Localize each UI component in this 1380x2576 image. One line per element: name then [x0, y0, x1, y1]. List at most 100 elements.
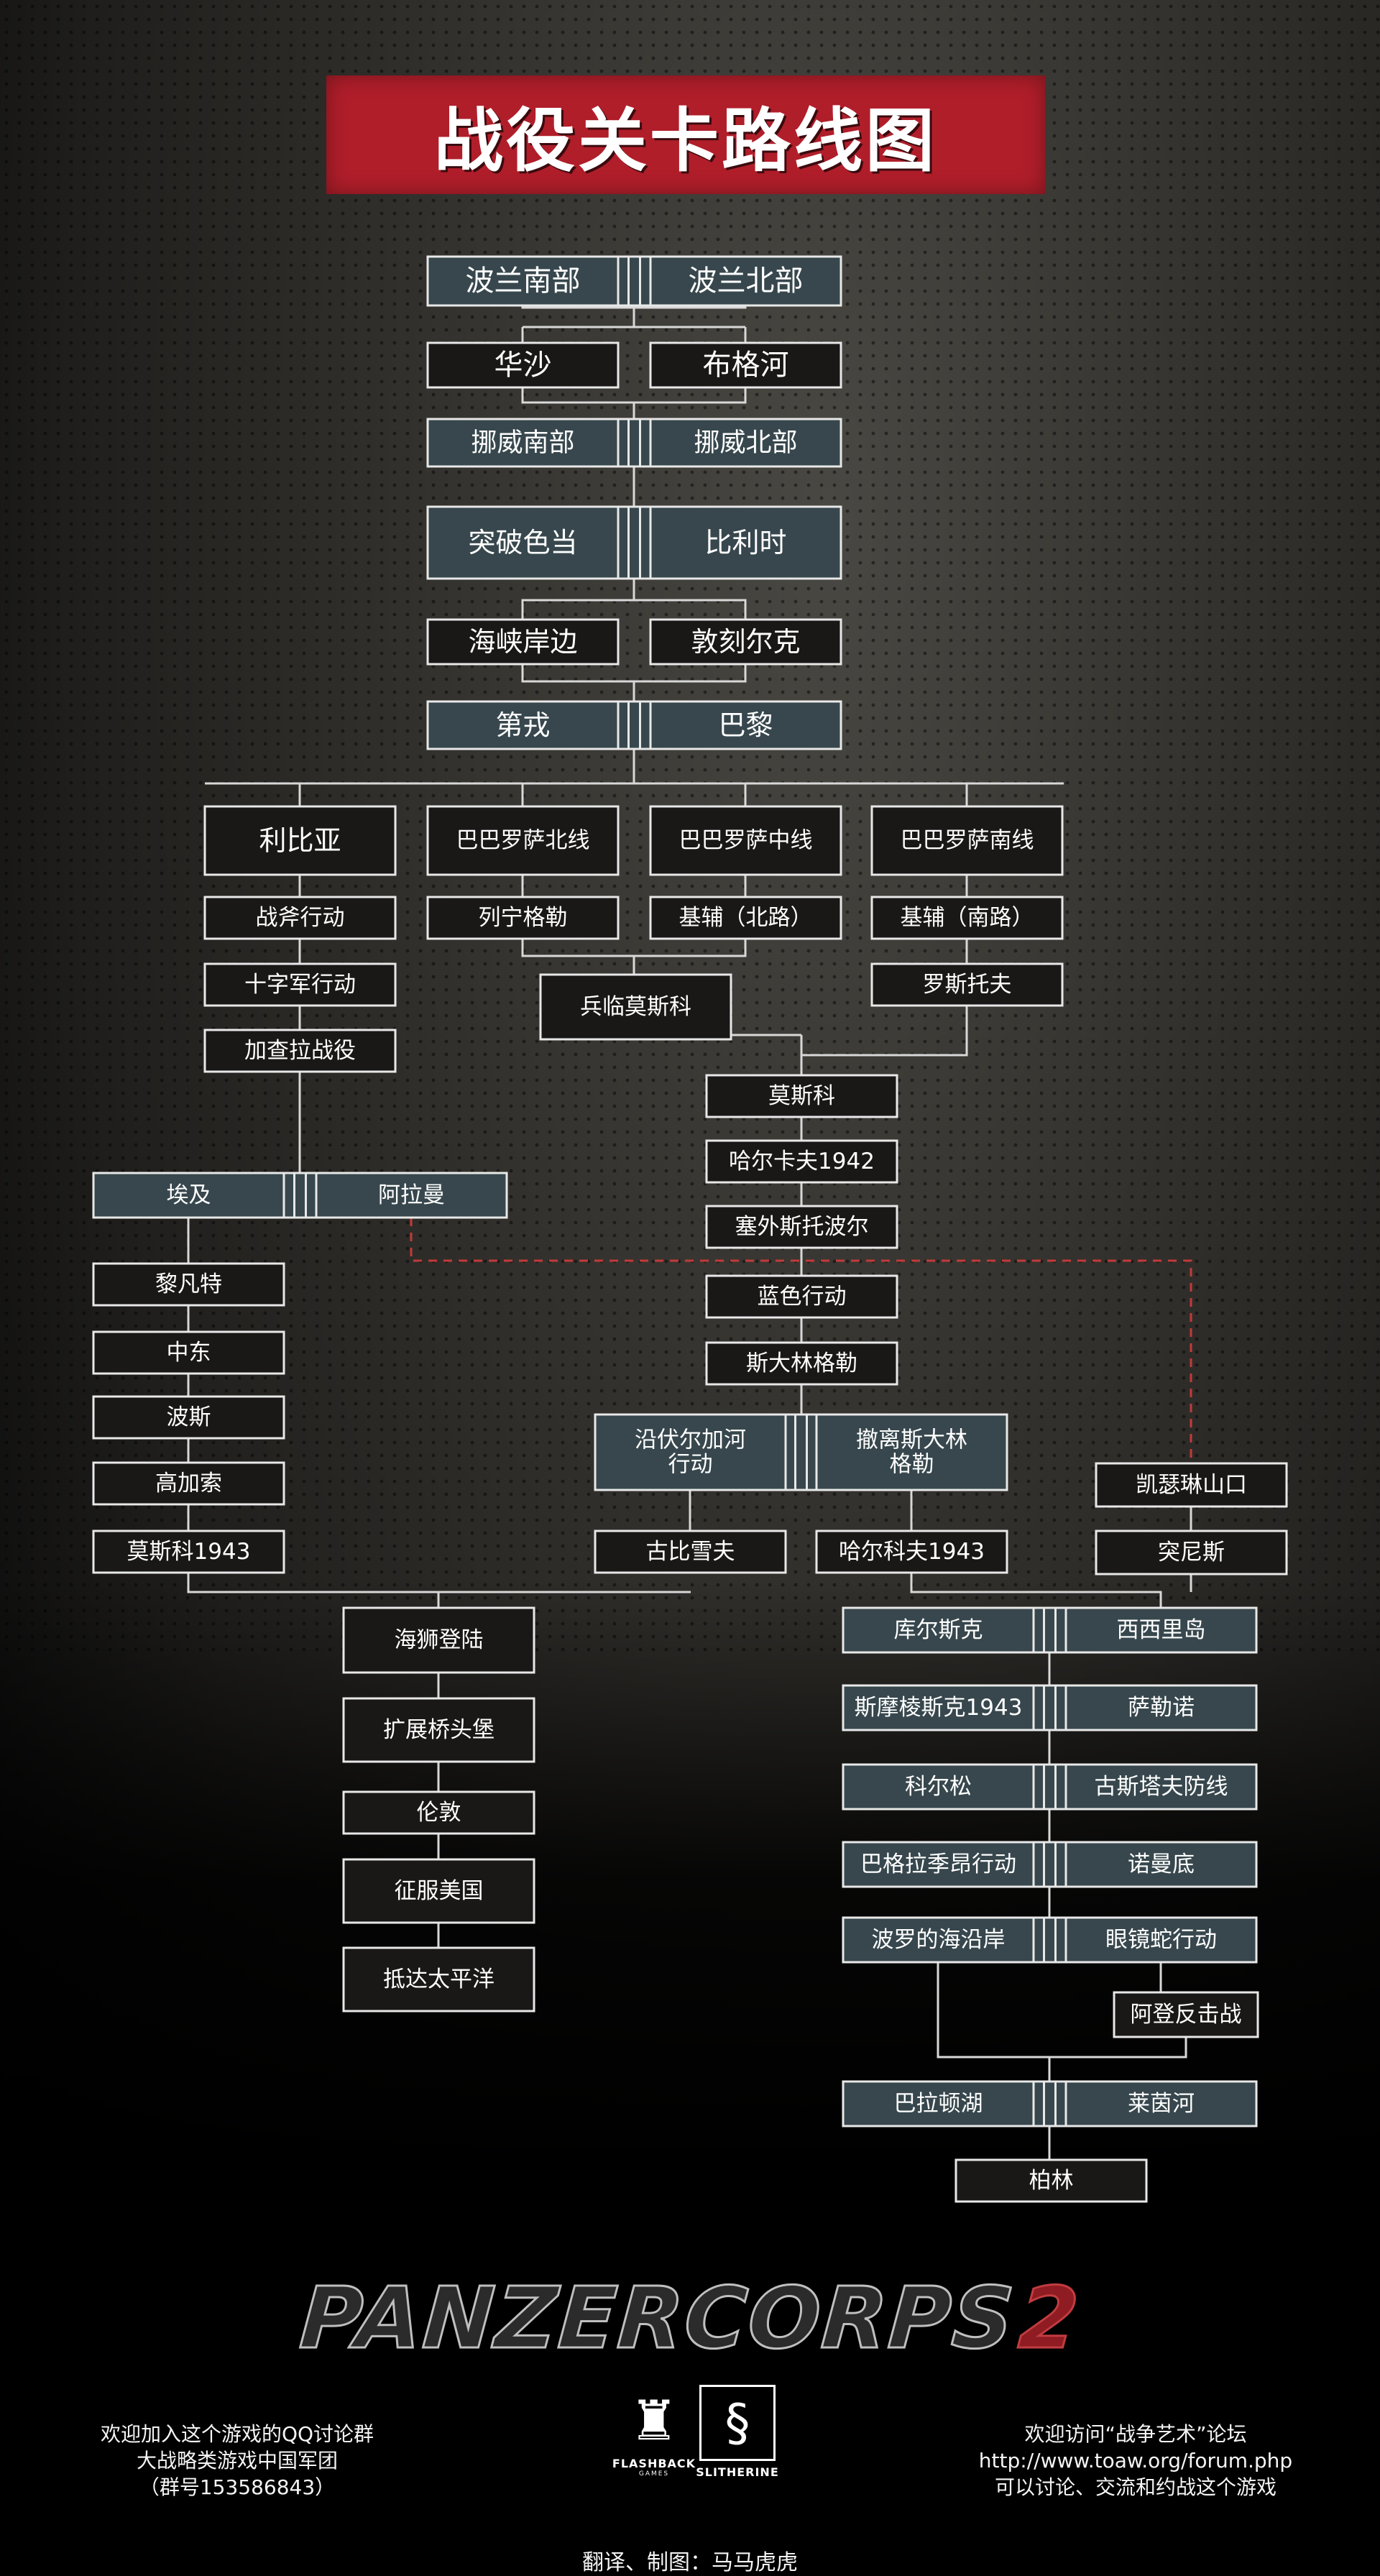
node-box — [1113, 1991, 1259, 2038]
node-box — [426, 341, 620, 389]
flow-node-kievn: 基辅（北路） — [649, 896, 842, 940]
flow-node-bagration: 巴格拉季昂行动 — [842, 1841, 1035, 1888]
node-label: 巴巴罗萨北线 — [456, 828, 590, 854]
node-label: 挪威北部 — [694, 428, 797, 458]
node-box — [870, 962, 1064, 1007]
node-box — [870, 896, 1064, 940]
flow-node-normandy: 诺曼底 — [1064, 1841, 1258, 1888]
node-label: 埃及 — [167, 1182, 211, 1208]
node-box — [203, 805, 397, 876]
node-box — [1095, 1462, 1288, 1508]
node-box — [842, 1684, 1035, 1731]
node-box — [649, 805, 842, 876]
pair-joint — [617, 505, 652, 580]
connector-line — [521, 579, 635, 620]
node-label: 古比雪夫 — [646, 1539, 735, 1565]
pair-joint — [1032, 1841, 1067, 1888]
flow-node-rostov: 罗斯托夫 — [870, 962, 1064, 1007]
node-label: 沿伏尔加河 — [635, 1427, 746, 1453]
node-label: 海峡岸边 — [468, 626, 577, 658]
footer-right-line: 欢迎访问“战争艺术”论坛 — [1024, 2422, 1247, 2446]
connector-line — [910, 1573, 1162, 1608]
bottom-shade — [0, 1581, 1380, 2576]
pair-joint — [617, 700, 652, 750]
flow-node-bbnorth: 巴巴罗萨北线 — [426, 805, 620, 876]
flow-node-alamein: 阿拉曼 — [315, 1172, 508, 1219]
logo-text: PANZERCORPS — [296, 2268, 1020, 2369]
credit-line: 翻译、制图：马马虎虎 — [582, 2550, 798, 2575]
connector-line — [521, 387, 747, 404]
node-box — [1095, 1530, 1288, 1576]
node-label: 巴巴罗萨南线 — [901, 828, 1034, 854]
flow-node-bug: 布格河 — [649, 341, 842, 389]
flow-node-kharkov42: 哈尔卡夫1942 — [705, 1139, 898, 1184]
node-label: 基辅（南路） — [901, 905, 1034, 931]
node-box — [342, 1697, 535, 1763]
flow-node-bbcenter: 巴巴罗萨中线 — [649, 805, 842, 876]
flow-node-kuibyshev: 古比雪夫 — [594, 1530, 787, 1574]
node-label: 阿拉曼 — [378, 1182, 445, 1208]
node-label: 突尼斯 — [1158, 1540, 1225, 1565]
node-box — [1064, 1684, 1258, 1731]
connector-line — [937, 1962, 1187, 2058]
node-box — [594, 1413, 787, 1491]
flow-node-channel: 海峡岸边 — [426, 618, 620, 666]
flow-node-ardennes: 阿登反击战 — [1113, 1991, 1259, 2038]
node-box — [92, 1395, 285, 1440]
node-label: 比利时 — [704, 527, 786, 558]
node-label: 高加索 — [155, 1471, 222, 1496]
pair-joint — [784, 1413, 818, 1491]
flow-node-norsouth: 挪威南部 — [426, 418, 620, 468]
pair-joint — [1032, 2080, 1067, 2128]
node-label: 莫斯科 — [768, 1083, 835, 1109]
node-box — [342, 1790, 535, 1835]
node-label: 战斧行动 — [256, 905, 345, 931]
flow-node-korsun: 科尔松 — [842, 1763, 1035, 1811]
node-box — [203, 1029, 397, 1073]
node-label: 敦刻尔克 — [691, 626, 800, 658]
node-label: 行动 — [668, 1452, 713, 1478]
connector-line — [730, 1007, 801, 1036]
title-banner: 战役关卡路线图 — [326, 75, 1045, 194]
node-label: 突破色当 — [468, 527, 577, 558]
footer-left-line: 欢迎加入这个游戏的QQ讨论群 — [100, 2422, 374, 2446]
flow-node-kharkov43: 哈尔科夫1943 — [815, 1530, 1008, 1574]
node-label: 蓝色行动 — [758, 1284, 847, 1310]
node-box — [1064, 1763, 1258, 1811]
node-box — [203, 962, 397, 1007]
castle-icon: ♜ — [629, 2388, 679, 2452]
node-label: 兵临莫斯科 — [580, 994, 691, 1020]
node-label: 斯摩棱斯克1943 — [855, 1695, 1023, 1721]
node-box — [426, 805, 620, 876]
node-box — [842, 1841, 1035, 1888]
node-label: 征服美国 — [395, 1878, 484, 1904]
node-box — [92, 1530, 285, 1574]
node-box — [705, 1074, 898, 1118]
node-label: 巴黎 — [718, 709, 773, 741]
node-box — [842, 2080, 1035, 2128]
footer-right-line: 可以讨论、交流和约战这个游戏 — [994, 2475, 1276, 2499]
node-label: 利比亚 — [259, 825, 341, 857]
flow-node-cobra: 眼镜蛇行动 — [1064, 1916, 1258, 1964]
flow-node-stalingrad: 斯大林格勒 — [705, 1341, 898, 1386]
logo-number: 2 — [1015, 2268, 1085, 2369]
pair-joint — [617, 418, 652, 468]
node-box — [705, 1205, 898, 1249]
node-label: 莱茵河 — [1128, 2091, 1195, 2117]
node-label: 巴巴罗萨中线 — [679, 828, 813, 854]
flow-node-sealion: 海狮登陆 — [342, 1606, 535, 1674]
flow-node-leningrad: 列宁格勒 — [426, 896, 620, 940]
publisher-name: FLASHBACK — [612, 2457, 696, 2470]
node-box — [315, 1172, 508, 1219]
node-box — [426, 896, 620, 940]
node-box — [539, 973, 732, 1041]
node-box — [426, 618, 620, 666]
node-label: 眼镜蛇行动 — [1105, 1927, 1217, 1953]
node-box — [92, 1172, 285, 1219]
flow-node-berlin: 柏林 — [954, 2158, 1148, 2203]
forum-link[interactable]: http://www.toaw.org/forum.php — [978, 2449, 1293, 2472]
flow-node-sevastopol: 塞外斯托波尔 — [705, 1205, 898, 1249]
flow-node-belgium: 比利时 — [649, 505, 842, 580]
flow-node-gustav: 古斯塔夫防线 — [1064, 1763, 1258, 1811]
flow-node-london: 伦敦 — [342, 1790, 535, 1835]
